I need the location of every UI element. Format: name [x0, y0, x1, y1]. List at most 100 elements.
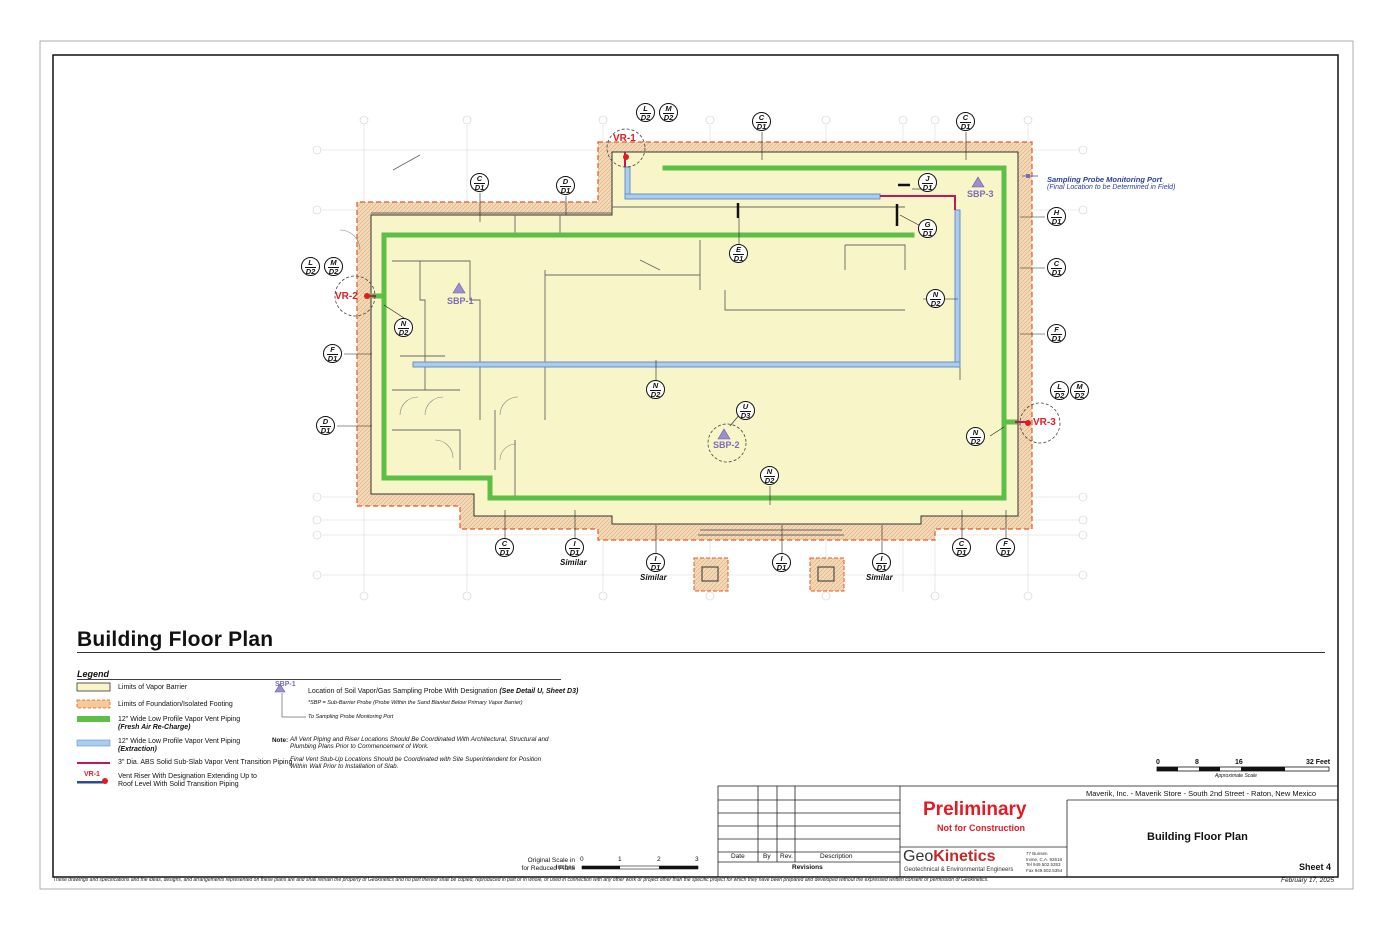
note-line: Within Wall Prior to Installation of Sla… [290, 763, 399, 770]
callout-detail-letter: N [764, 468, 775, 477]
revisions-col-desc: Description [820, 853, 853, 860]
callout-detail-letter: D [560, 178, 571, 187]
revisions-col-rev: Rev. [780, 853, 793, 860]
transition-piping [880, 195, 956, 210]
reduced-scale-tick: 3 [695, 856, 699, 863]
reduced-scale-tick: 0 [580, 856, 584, 863]
callout-detail-letter: M [663, 105, 674, 114]
legend-sbp-port: To Sampling Probe Monitoring Port [308, 714, 394, 720]
similar-label: Similar [560, 558, 587, 567]
company-address: 77 Bunsen Irvine, C.A. 92618 Tel 949.502… [1026, 851, 1063, 873]
legend-item-extraction: 12" Wide Low Profile Vapor Vent Piping (… [118, 738, 241, 753]
callout-detail-letter: H [1051, 209, 1062, 218]
callout-detail-letter: N [930, 291, 941, 300]
legend-item-vapor-barrier: Limits of Vapor Barrier [118, 684, 188, 691]
similar-label: Similar [866, 573, 893, 582]
legend-vr-tag: VR-1 [84, 771, 100, 778]
title-rule [77, 652, 1325, 653]
scale-caption: Approximate Scale [1215, 773, 1257, 779]
callout-sheet-ref: D2 [650, 390, 661, 399]
legend-sbp-note: *SBP = Sub-Barrier Probe (Probe Within t… [308, 700, 523, 706]
callout-detail-letter: I [876, 555, 887, 564]
sbp-2-label[interactable]: SBP-2 [713, 440, 740, 450]
vr-3-label[interactable]: VR-3 [1033, 417, 1056, 428]
callout-sheet-ref: D1 [1051, 217, 1062, 226]
sheet-number: Sheet 4 [1299, 862, 1332, 872]
sbp-3-label[interactable]: SBP-3 [967, 189, 994, 199]
callout-sheet-ref: D2 [1054, 391, 1065, 400]
callout-detail-letter: I [569, 540, 580, 549]
status-preliminary: Preliminary [923, 799, 1027, 820]
note-line: All Vent Piping and Riser Locations Shou… [290, 736, 549, 743]
callout-detail-letter: J [922, 175, 933, 184]
callout-sheet-ref: D1 [960, 122, 971, 131]
legend-item-fresh-air: 12" Wide Low Profile Vapor Vent Piping (… [118, 716, 241, 731]
callout-detail-letter: I [776, 555, 787, 564]
callout-sheet-ref: D2 [305, 267, 316, 276]
reduced-plan-scale [581, 865, 699, 870]
callout-detail-letter: M [1074, 383, 1085, 392]
callout-detail-letter: C [960, 114, 971, 123]
callout-sheet-ref: D2 [663, 113, 674, 122]
callout-sheet-ref: D2 [1074, 391, 1085, 400]
graphic-scale [1156, 766, 1330, 772]
callout-sheet-ref: D1 [560, 186, 571, 195]
callout-detail-letter: D [320, 418, 331, 427]
callout-sheet-ref: D1 [756, 122, 767, 131]
revisions-label: Revisions [792, 864, 823, 871]
callout-detail-letter: E [733, 246, 744, 255]
vr-1-label[interactable]: VR-1 [613, 133, 636, 144]
notes-label: Note: [272, 737, 289, 744]
sbp-1-label[interactable]: SBP-1 [447, 296, 474, 306]
vr-2-label[interactable]: VR-2 [335, 291, 358, 302]
callout-sheet-ref: D2 [398, 328, 409, 337]
status-not-for-construction: Not for Construction [937, 823, 1025, 833]
sheet-date: February 17, 2025 [1281, 877, 1335, 884]
callout-sheet-ref: D1 [922, 183, 933, 192]
company-tagline: Geotechnical & Environmental Engineers [904, 867, 1014, 873]
legend-item-vent-riser: Vent Riser With Designation Extending Up… [118, 773, 257, 788]
note-line: Plumbing Plans Prior to Commencement of … [290, 743, 429, 750]
project-name: Maverik, Inc. - Maverik Store - South 2n… [1086, 789, 1317, 798]
reduced-scale-label: Original Scale in Inches [527, 857, 575, 871]
inner-border [52, 54, 1339, 878]
legend-item-transition: 3" Dia. ABS Solid Sub-Slab Vapor Vent Tr… [118, 759, 293, 766]
callout-detail-letter: F [1000, 540, 1011, 549]
reduced-scale-label: for Reduced Plans [521, 865, 575, 872]
callout-detail-letter: L [640, 105, 651, 114]
similar-label: Similar [640, 573, 667, 582]
callout-sheet-ref: D1 [1051, 334, 1062, 343]
callout-detail-letter: F [1051, 326, 1062, 335]
